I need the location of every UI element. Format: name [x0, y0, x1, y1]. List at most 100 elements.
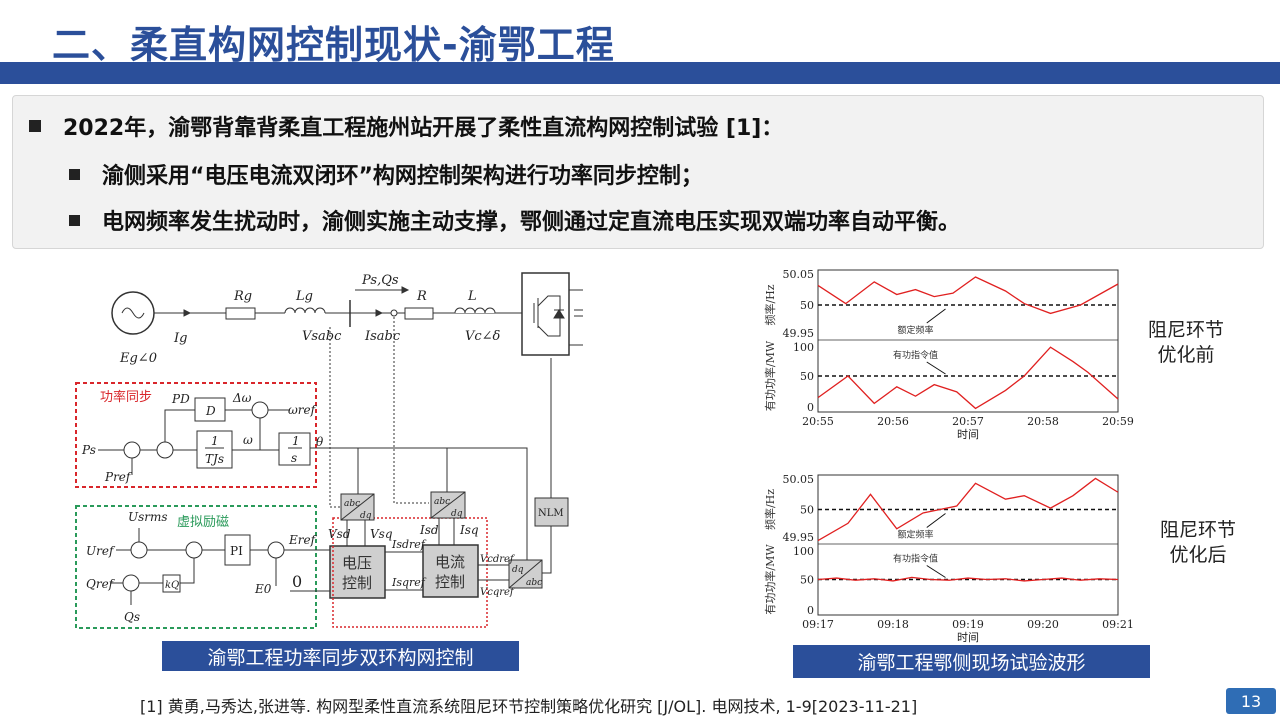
x-tick-label: 09:17	[802, 618, 834, 631]
x-tick-label: 09:19	[952, 618, 984, 631]
label-l: L	[467, 289, 477, 304]
y-tick-label: 50.05	[783, 268, 815, 281]
label-vcdref: Vcdref	[480, 554, 516, 565]
label-omega: ω	[243, 433, 253, 447]
label-e0: E0	[254, 582, 272, 596]
annotation-arrow	[926, 308, 946, 324]
x-axis-label: 时间	[957, 631, 979, 644]
freq-series-line	[817, 477, 1119, 542]
label-ig: Ig	[173, 331, 187, 346]
current-control-label: 电流	[435, 553, 465, 571]
y-tick-label: 50	[800, 574, 814, 587]
current-control-label: 控制	[435, 573, 465, 591]
voltage-control-label: 电压	[342, 554, 372, 572]
label-s-num: 1	[292, 434, 300, 448]
voltage-control-label: 控制	[342, 574, 372, 592]
label-vsq: Vsq	[370, 527, 393, 541]
annotation-arrow	[926, 565, 946, 578]
side-label-line: 阻尼环节	[1160, 519, 1237, 541]
charts-caption: 渝鄂工程鄂侧现场试验波形	[793, 645, 1150, 678]
test-waveform-charts: 49.955050.05额定频率频率/Hz050100有功指令值有功功率/MW2…	[763, 268, 1134, 644]
side-label-before: 阻尼环节优化前	[1148, 318, 1224, 368]
x-tick-label: 20:55	[802, 415, 834, 428]
power-sync-loop: 功率同步	[75, 382, 528, 560]
x-tick-label: 20:57	[952, 415, 984, 428]
reference-citation: [1] 黄勇,马秀达,张进等. 构网型柔性直流系统阻尼环节控制策略优化研究 [J…	[140, 697, 918, 716]
label-abc: abc	[434, 497, 450, 507]
y-tick-label: 0	[807, 604, 814, 617]
annotation-arrow	[926, 513, 946, 528]
side-label-line: 阻尼环节	[1148, 319, 1225, 341]
y-tick-label: 49.95	[783, 531, 815, 544]
label-abc: abc	[526, 578, 542, 588]
slide-title: 二、柔直构网控制现状-渝鄂工程	[52, 23, 615, 67]
bullet-sub: 渝侧采用“电压电流双闭环”构网控制架构进行功率同步控制；	[69, 158, 703, 190]
power-sync-label: 功率同步	[100, 389, 152, 405]
y-axis-label: 有功功率/MW	[763, 340, 777, 411]
label-nlm: NLM	[538, 508, 564, 519]
y-tick-label: 0	[807, 401, 814, 414]
y-tick-label: 50	[800, 370, 814, 383]
annotation-label: 有功指令值	[893, 553, 938, 565]
side-label-after: 阻尼环节优化后	[1160, 518, 1236, 568]
annotation-label: 额定频率	[897, 529, 933, 541]
title-bar	[0, 62, 1280, 84]
x-tick-label: 20:59	[1102, 415, 1134, 428]
label-isdref: Isdref	[391, 538, 427, 551]
side-label-line: 优化前	[1157, 344, 1215, 366]
virtual-excitation-loop: 虚拟励磁	[75, 358, 569, 629]
label-rg: Rg	[233, 289, 252, 304]
label-qs: Qs	[124, 610, 140, 624]
label-isq: Isq	[459, 523, 479, 537]
grid-circuit	[111, 272, 583, 508]
bullet-text: 渝侧采用“电压电流双闭环”构网控制架构进行功率同步控制；	[102, 164, 703, 189]
label-pref: Pref	[104, 470, 133, 484]
annotation-label: 额定频率	[897, 324, 933, 336]
page-number: 13	[1226, 688, 1276, 714]
label-d: D	[205, 404, 216, 418]
label-dq: dq	[360, 511, 372, 521]
label-eref: Eref	[288, 533, 318, 547]
x-tick-label: 20:58	[1027, 415, 1059, 428]
label-pi: PI	[230, 544, 243, 558]
label-ps: Ps	[81, 443, 96, 457]
label-qref: Qref	[86, 577, 116, 591]
y-axis-label: 有功功率/MW	[763, 544, 777, 615]
y-tick-label: 50	[800, 504, 814, 517]
label-isd: Isd	[419, 523, 439, 537]
bullet-text: 2022年，渝鄂背靠背柔直工程施州站开展了柔性直流构网控制试验 [1]：	[63, 116, 784, 141]
bullet-icon	[69, 214, 80, 226]
label-vcqref: Vcqref	[480, 587, 516, 598]
label-theta: θ	[316, 435, 324, 449]
label-lg: Lg	[295, 289, 313, 304]
x-tick-label: 09:20	[1027, 618, 1059, 631]
x-tick-label: 09:21	[1102, 618, 1134, 631]
label-vsd: Vsd	[328, 527, 351, 541]
label-psqs: Ps,Qs	[361, 273, 399, 288]
label-s-den: s	[291, 451, 297, 465]
label-abc: abc	[344, 499, 360, 509]
y-tick-label: 100	[793, 545, 814, 558]
y-tick-label: 50	[800, 299, 814, 312]
label-kq: kQ	[165, 580, 179, 591]
power-series-line	[817, 576, 1119, 582]
diagram-caption: 渝鄂工程功率同步双环构网控制	[162, 641, 519, 671]
bullet-icon	[69, 168, 80, 180]
label-dq: dq	[451, 509, 463, 519]
label-isabc: Isabc	[364, 329, 401, 344]
y-tick-label: 100	[793, 341, 814, 354]
label-vc: Vc∠δ	[465, 329, 501, 344]
label-usrms: Usrms	[128, 510, 168, 524]
power-series-line	[817, 346, 1119, 410]
freq-series-line	[817, 276, 1119, 315]
label-r: R	[416, 289, 427, 304]
label-pd: PD	[171, 392, 190, 406]
label-tjs-den: TJs	[205, 452, 224, 466]
label-eg: Eg∠0	[119, 351, 157, 366]
annotation-label: 有功指令值	[893, 349, 938, 361]
y-tick-label: 50.05	[783, 473, 815, 486]
y-axis-label: 频率/Hz	[763, 489, 777, 530]
label-uref: Uref	[86, 544, 116, 558]
y-tick-label: 49.95	[783, 327, 815, 340]
virtual-excitation-label: 虚拟励磁	[177, 515, 229, 530]
